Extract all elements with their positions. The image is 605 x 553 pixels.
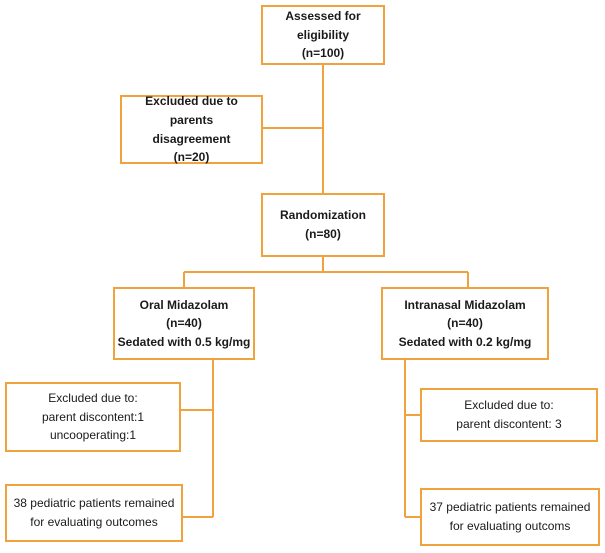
excluded-intranasal-box: Excluded due to: parent discontent: 3	[420, 388, 598, 442]
excluded-parents-box: Excluded due to parents disagreement (n=…	[120, 94, 263, 165]
intranasal-title: Intranasal Midazolam	[404, 297, 526, 312]
intranasal-dose: Sedated with 0.2 kg/mg	[398, 334, 532, 349]
remained-oral-line1: 38 pediatric patients remained	[13, 496, 175, 511]
excluded-oral-reason2: uncooperating:1	[49, 428, 137, 443]
oral-title: Oral Midazolam	[139, 297, 229, 312]
excluded-intranasal-title: Excluded due to:	[464, 398, 554, 413]
excluded-parents-line2: disagreement	[152, 131, 231, 146]
excluded-parents-line1: Excluded due to parents	[145, 94, 238, 127]
randomization-box: Randomization (n=80)	[261, 193, 385, 257]
oral-dose: Sedated with 0.5 kg/mg	[117, 334, 251, 349]
excluded-oral-box: Excluded due to: parent discontent:1 unc…	[5, 382, 181, 452]
excluded-parents-count: (n=20)	[173, 150, 210, 165]
randomization-count: (n=80)	[305, 227, 341, 241]
oral-count: (n=40)	[166, 316, 202, 331]
remained-intranasal-line2: for evaluating outcoms	[449, 519, 571, 533]
randomization-title: Randomization	[280, 208, 366, 223]
remained-intranasal-line1: 37 pediatric patients remained	[429, 500, 591, 515]
intranasal-count: (n=40)	[447, 316, 483, 331]
remained-intranasal-box: 37 pediatric patients remained for evalu…	[420, 488, 600, 546]
remained-oral-box: 38 pediatric patients remained for evalu…	[5, 484, 183, 542]
remained-oral-line2: for evaluating outcomes	[30, 515, 158, 529]
excluded-oral-title: Excluded due to:	[48, 391, 138, 406]
excluded-oral-reason1: parent discontent:1	[41, 409, 145, 424]
assessed-box: Assessed for eligibility (n=100)	[261, 5, 385, 65]
assessed-count: (n=100)	[301, 46, 345, 61]
assessed-title: Assessed for eligibility	[285, 9, 361, 42]
oral-box: Oral Midazolam (n=40) Sedated with 0.5 k…	[113, 287, 255, 360]
excluded-intranasal-reason: parent discontent: 3	[456, 417, 562, 431]
intranasal-box: Intranasal Midazolam (n=40) Sedated with…	[381, 287, 549, 360]
